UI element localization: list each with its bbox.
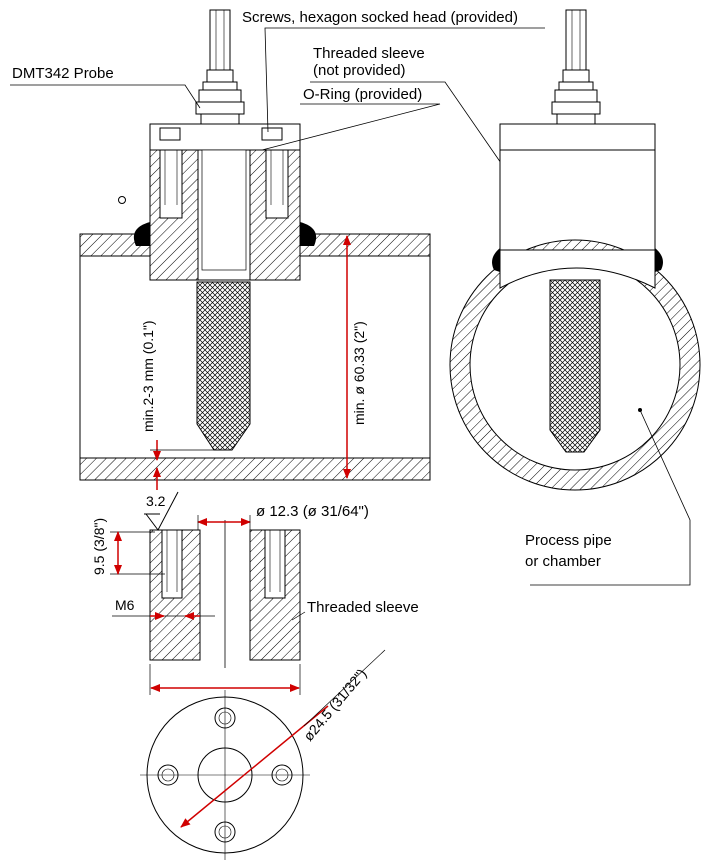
- end-view: Process pipe or chamber: [449, 9, 701, 586]
- sleeve-top-view: ø24.5 (31/32"): [140, 649, 386, 860]
- sleeve-label-1: Threaded sleeve: [313, 45, 425, 62]
- weld-left: [133, 222, 150, 246]
- bore-diameter-label: ø 12.3 (ø 31/64"): [256, 503, 369, 520]
- process-label-2: or chamber: [525, 553, 601, 570]
- surface-finish-label: 3.2: [146, 493, 166, 509]
- probe-cable: [195, 9, 245, 125]
- dim-min-diameter: min. ø 60.33 (2"): [343, 235, 367, 479]
- thread-size-label: M6: [115, 597, 135, 613]
- reference-dot: [118, 196, 126, 204]
- sleeve-detail: 3.2 ø 12.3 (ø 31/64") 9.5 (3/8") M6 Thre…: [91, 491, 419, 695]
- outer-diameter-label: ø24.5 (31/32"): [300, 665, 369, 743]
- min-diameter-label: min. ø 60.33 (2"): [351, 321, 367, 425]
- probe-label: DMT342 Probe: [12, 65, 114, 82]
- probe-cable-right: [551, 9, 601, 125]
- probe-body: [196, 149, 251, 451]
- process-label-1: Process pipe: [525, 532, 612, 549]
- weld-right: [300, 222, 317, 246]
- dim-min-gap: min.2-3 mm (0.1"): [140, 320, 214, 490]
- oring-label: O-Ring (provided): [303, 86, 422, 103]
- section-view: min. ø 60.33 (2") min.2-3 mm (0.1") DMT3…: [10, 9, 545, 490]
- min-gap-label: min.2-3 mm (0.1"): [140, 320, 156, 432]
- thread-depth-label: 9.5 (3/8"): [91, 518, 107, 575]
- screws-label: Screws, hexagon socked head (provided): [242, 9, 518, 26]
- pipe-wall: [79, 233, 431, 481]
- threaded-sleeve-label: Threaded sleeve: [307, 599, 419, 616]
- sleeve-section: [149, 149, 301, 281]
- sleeve-label-2: (not provided): [313, 62, 406, 79]
